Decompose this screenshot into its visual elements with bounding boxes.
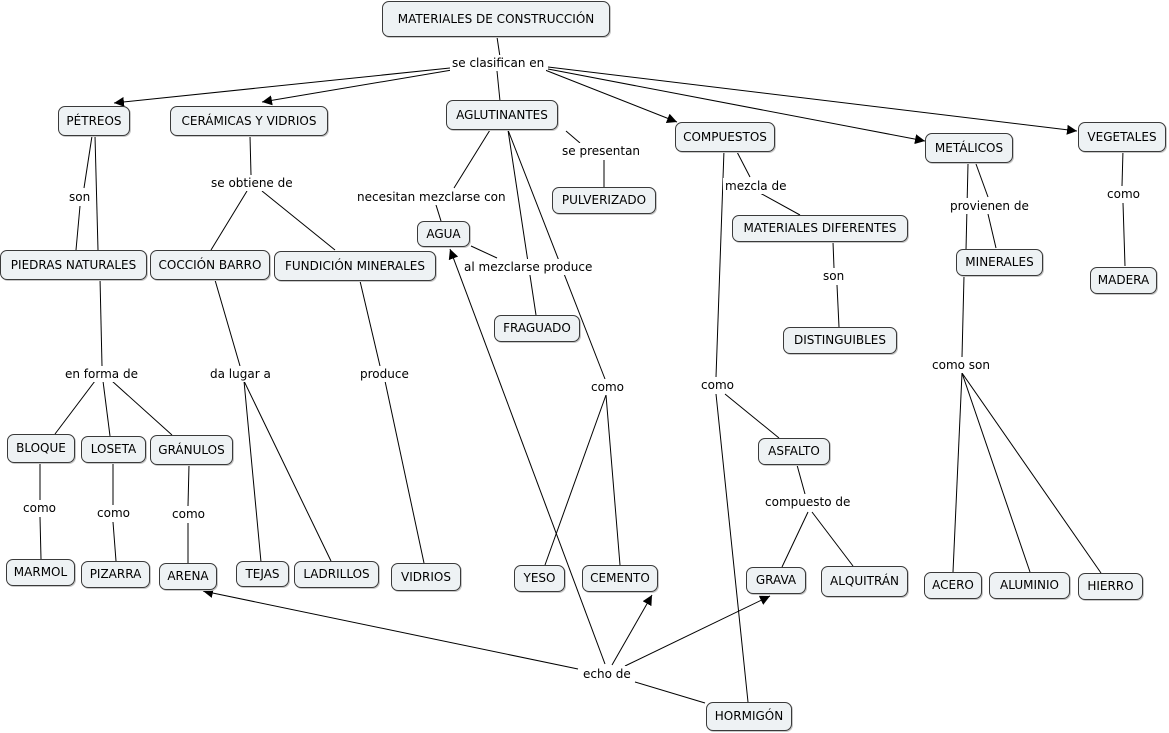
link-son-petreos[interactable]: son [67,189,93,205]
link-como-bloque[interactable]: como [21,500,58,516]
concept-vidrios[interactable]: VIDRIOS [391,563,461,591]
link-se-clasifican-en[interactable]: se clasifican en [450,55,547,71]
concept-marmol[interactable]: MARMOL [6,559,75,586]
concept-petreos[interactable]: PÉTREOS [58,106,130,136]
link-necesitan-mezclarse-con[interactable]: necesitan mezclarse con [355,189,508,205]
link-como-aglutinantes[interactable]: como [589,379,626,395]
link-al-mezclarse-produce[interactable]: al mezclarse produce [462,259,595,275]
concept-cemento[interactable]: CEMENTO [582,565,658,592]
concept-tejas[interactable]: TEJAS [236,561,289,587]
concept-aglutinantes[interactable]: AGLUTINANTES [446,100,558,130]
link-produce[interactable]: produce [358,366,411,382]
concept-asfalto[interactable]: ASFALTO [758,438,830,465]
concept-vegetales[interactable]: VEGETALES [1078,122,1166,152]
link-provienen-de[interactable]: provienen de [948,198,1031,214]
concept-acero[interactable]: ACERO [924,572,982,599]
concept-yeso[interactable]: YESO [514,565,565,592]
concept-arena[interactable]: ARENA [159,563,217,590]
link-son-materiales-diferentes[interactable]: son [821,268,847,284]
concept-metalicos[interactable]: METÁLICOS [925,133,1013,163]
link-como-compuestos[interactable]: como [699,377,736,393]
link-se-obtiene-de[interactable]: se obtiene de [209,175,295,191]
concept-aluminio[interactable]: ALUMINIO [989,572,1070,599]
link-como-loseta[interactable]: como [95,505,132,521]
concept-piedras-naturales[interactable]: PIEDRAS NATURALES [0,250,147,280]
concept-fraguado[interactable]: FRAGUADO [494,315,580,342]
concept-minerales[interactable]: MINERALES [956,249,1043,276]
concept-bloque[interactable]: BLOQUE [7,434,75,463]
concept-loseta[interactable]: LOSETA [81,436,146,463]
concept-fundicion-minerales[interactable]: FUNDICIÓN MINERALES [274,251,436,281]
concept-ceramicas-y-vidrios[interactable]: CERÁMICAS Y VIDRIOS [170,106,328,136]
concept-coccion-barro[interactable]: COCCIÓN BARRO [150,250,270,280]
concept-materiales-diferentes[interactable]: MATERIALES DIFERENTES [732,215,908,242]
concept-pizarra[interactable]: PIZARRA [81,561,150,588]
concept-alquitran[interactable]: ALQUITRÁN [821,566,908,597]
link-se-presentan[interactable]: se presentan [560,143,643,159]
link-como-son[interactable]: como son [930,357,992,373]
concept-hierro[interactable]: HIERRO [1078,573,1143,600]
link-como-vegetales[interactable]: como [1105,186,1142,202]
concept-materiales-de-construccion[interactable]: MATERIALES DE CONSTRUCCIÓN [382,1,610,37]
concept-grava[interactable]: GRAVA [746,567,806,594]
link-en-forma-de[interactable]: en forma de [63,366,140,382]
concept-compuestos[interactable]: COMPUESTOS [675,122,775,152]
link-mezcla-de[interactable]: mezcla de [723,178,789,194]
concept-pulverizado[interactable]: PULVERIZADO [552,187,656,214]
link-echo-de[interactable]: echo de [581,666,633,682]
concept-distinguibles[interactable]: DISTINGUIBLES [783,327,897,354]
concept-hormigon[interactable]: HORMIGÓN [706,702,792,731]
concept-agua[interactable]: AGUA [417,221,470,247]
concept-ladrillos[interactable]: LADRILLOS [294,561,379,588]
concept-granulos[interactable]: GRÁNULOS [150,435,233,465]
link-como-granulos[interactable]: como [170,506,207,522]
link-da-lugar-a[interactable]: da lugar a [208,366,273,382]
concept-madera[interactable]: MADERA [1090,267,1157,294]
link-compuesto-de[interactable]: compuesto de [763,494,853,510]
